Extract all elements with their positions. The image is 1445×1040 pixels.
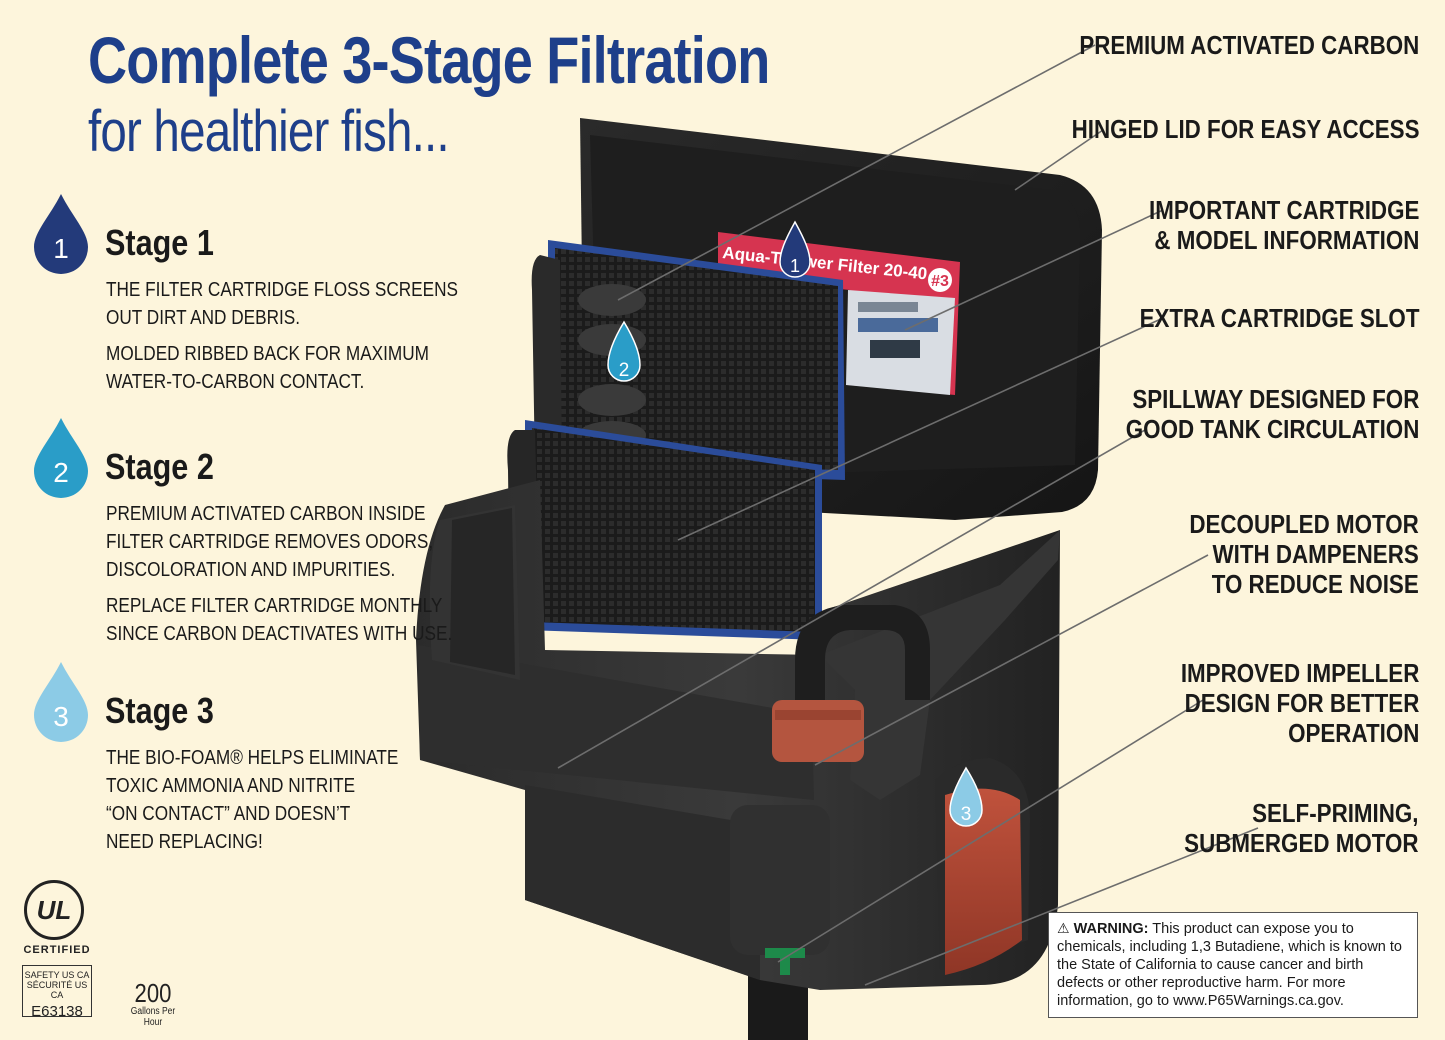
filter-body (416, 480, 1060, 990)
leader-lines (557, 44, 1259, 986)
ul-safety-box: SAFETY US CA SÉCURITÉ US CA E63138 (22, 965, 92, 1020)
intake-tube (748, 930, 808, 1040)
warning-label: WARNING: (1073, 921, 1149, 937)
svg-text:1: 1 (53, 233, 69, 264)
callout-decoupled-motor: DECOUPLED MOTOR WITH DAMPENERS TO REDUCE… (1189, 509, 1419, 599)
svg-text:3: 3 (53, 701, 69, 732)
headline-line-2: for healthier fish... (88, 99, 450, 164)
model-label: Aqua-Te ower Filter 20-40 #3 (718, 232, 960, 395)
callout-motor: SELF-PRIMING, SUBMERGED MOTOR (1184, 798, 1419, 858)
stage-2: 2 Stage 2 PREMIUM ACTIVATED CARBON INSID… (30, 416, 452, 656)
stage-title: Stage 3 (105, 690, 214, 731)
ul-certification-mark: UL CERTIFIED (20, 880, 94, 956)
flow-rate-unit: Gallons Per Hour (130, 1006, 176, 1028)
cartridge-back (531, 240, 845, 480)
outlet-tube (795, 605, 930, 705)
impeller-housing (772, 700, 864, 762)
stage-text: MOLDED RIBBED BACK FOR MAXIMUM WATER-TO-… (106, 343, 430, 393)
stage-text: PREMIUM ACTIVATED CARBON INSIDE FILTER C… (106, 503, 434, 581)
flow-rate: 200 Gallons Per Hour (118, 980, 188, 1028)
warning-icon: ⚠ (1057, 920, 1070, 936)
illustration-drop-1: 1 (779, 220, 811, 278)
stage-1: 1 Stage 1 THE FILTER CARTRIDGE FLOSS SCR… (30, 192, 458, 393)
model-label-badge: #3 (931, 273, 949, 290)
svg-text:2: 2 (619, 360, 630, 381)
stage-text: THE BIO-FOAM® HELPS ELIMINATE TOXIC AMMO… (106, 747, 399, 853)
ul-logo: UL (24, 880, 84, 940)
illustration-drop-2: 2 (607, 320, 641, 382)
prop65-warning: ⚠ WARNING: This product can expose you t… (1048, 912, 1418, 1018)
bio-foam (945, 788, 1022, 975)
headline-line-1: Complete 3-Stage Filtration (88, 23, 770, 97)
stage-3: 3 Stage 3 THE BIO-FOAM® HELPS ELIMINATE … (30, 660, 410, 860)
warning-text: This product can expose you to chemicals… (1057, 921, 1402, 1009)
drop-icon: 2 (30, 416, 92, 500)
stage-text: THE FILTER CARTRIDGE FLOSS SCREENS OUT D… (106, 279, 459, 329)
drop-icon: 1 (30, 192, 92, 276)
model-label-text: Aqua-Te ower Filter 20-40 (722, 243, 929, 283)
callout-spillway: SPILLWAY DESIGNED FOR GOOD TANK CIRCULAT… (1125, 384, 1419, 444)
callout-model-info: IMPORTANT CARTRIDGE & MODEL INFORMATION (1148, 195, 1419, 255)
flow-rate-value: 200 (134, 978, 172, 1008)
cartridge-front (507, 420, 822, 640)
hinged-lid (580, 118, 1102, 520)
ul-certified-label: CERTIFIED (23, 944, 91, 956)
stage-text: REPLACE FILTER CARTRIDGE MONTHLY SINCE C… (106, 595, 453, 645)
callout-activated-carbon: PREMIUM ACTIVATED CARBON (1079, 30, 1419, 60)
svg-text:1: 1 (790, 256, 800, 276)
stage-title: Stage 2 (105, 446, 214, 487)
impeller (765, 948, 805, 975)
svg-text:3: 3 (961, 804, 972, 825)
callout-impeller: IMPROVED IMPELLER DESIGN FOR BETTER OPER… (1180, 658, 1419, 748)
callout-extra-slot: EXTRA CARTRIDGE SLOT (1139, 303, 1419, 333)
illustration-drop-3: 3 (949, 766, 983, 827)
drop-icon: 3 (30, 660, 92, 744)
svg-text:2: 2 (53, 457, 69, 488)
stage-title: Stage 1 (105, 222, 214, 263)
callout-hinged-lid: HINGED LID FOR EASY ACCESS (1071, 114, 1419, 144)
headline: Complete 3-Stage Filtration for healthie… (88, 22, 919, 166)
